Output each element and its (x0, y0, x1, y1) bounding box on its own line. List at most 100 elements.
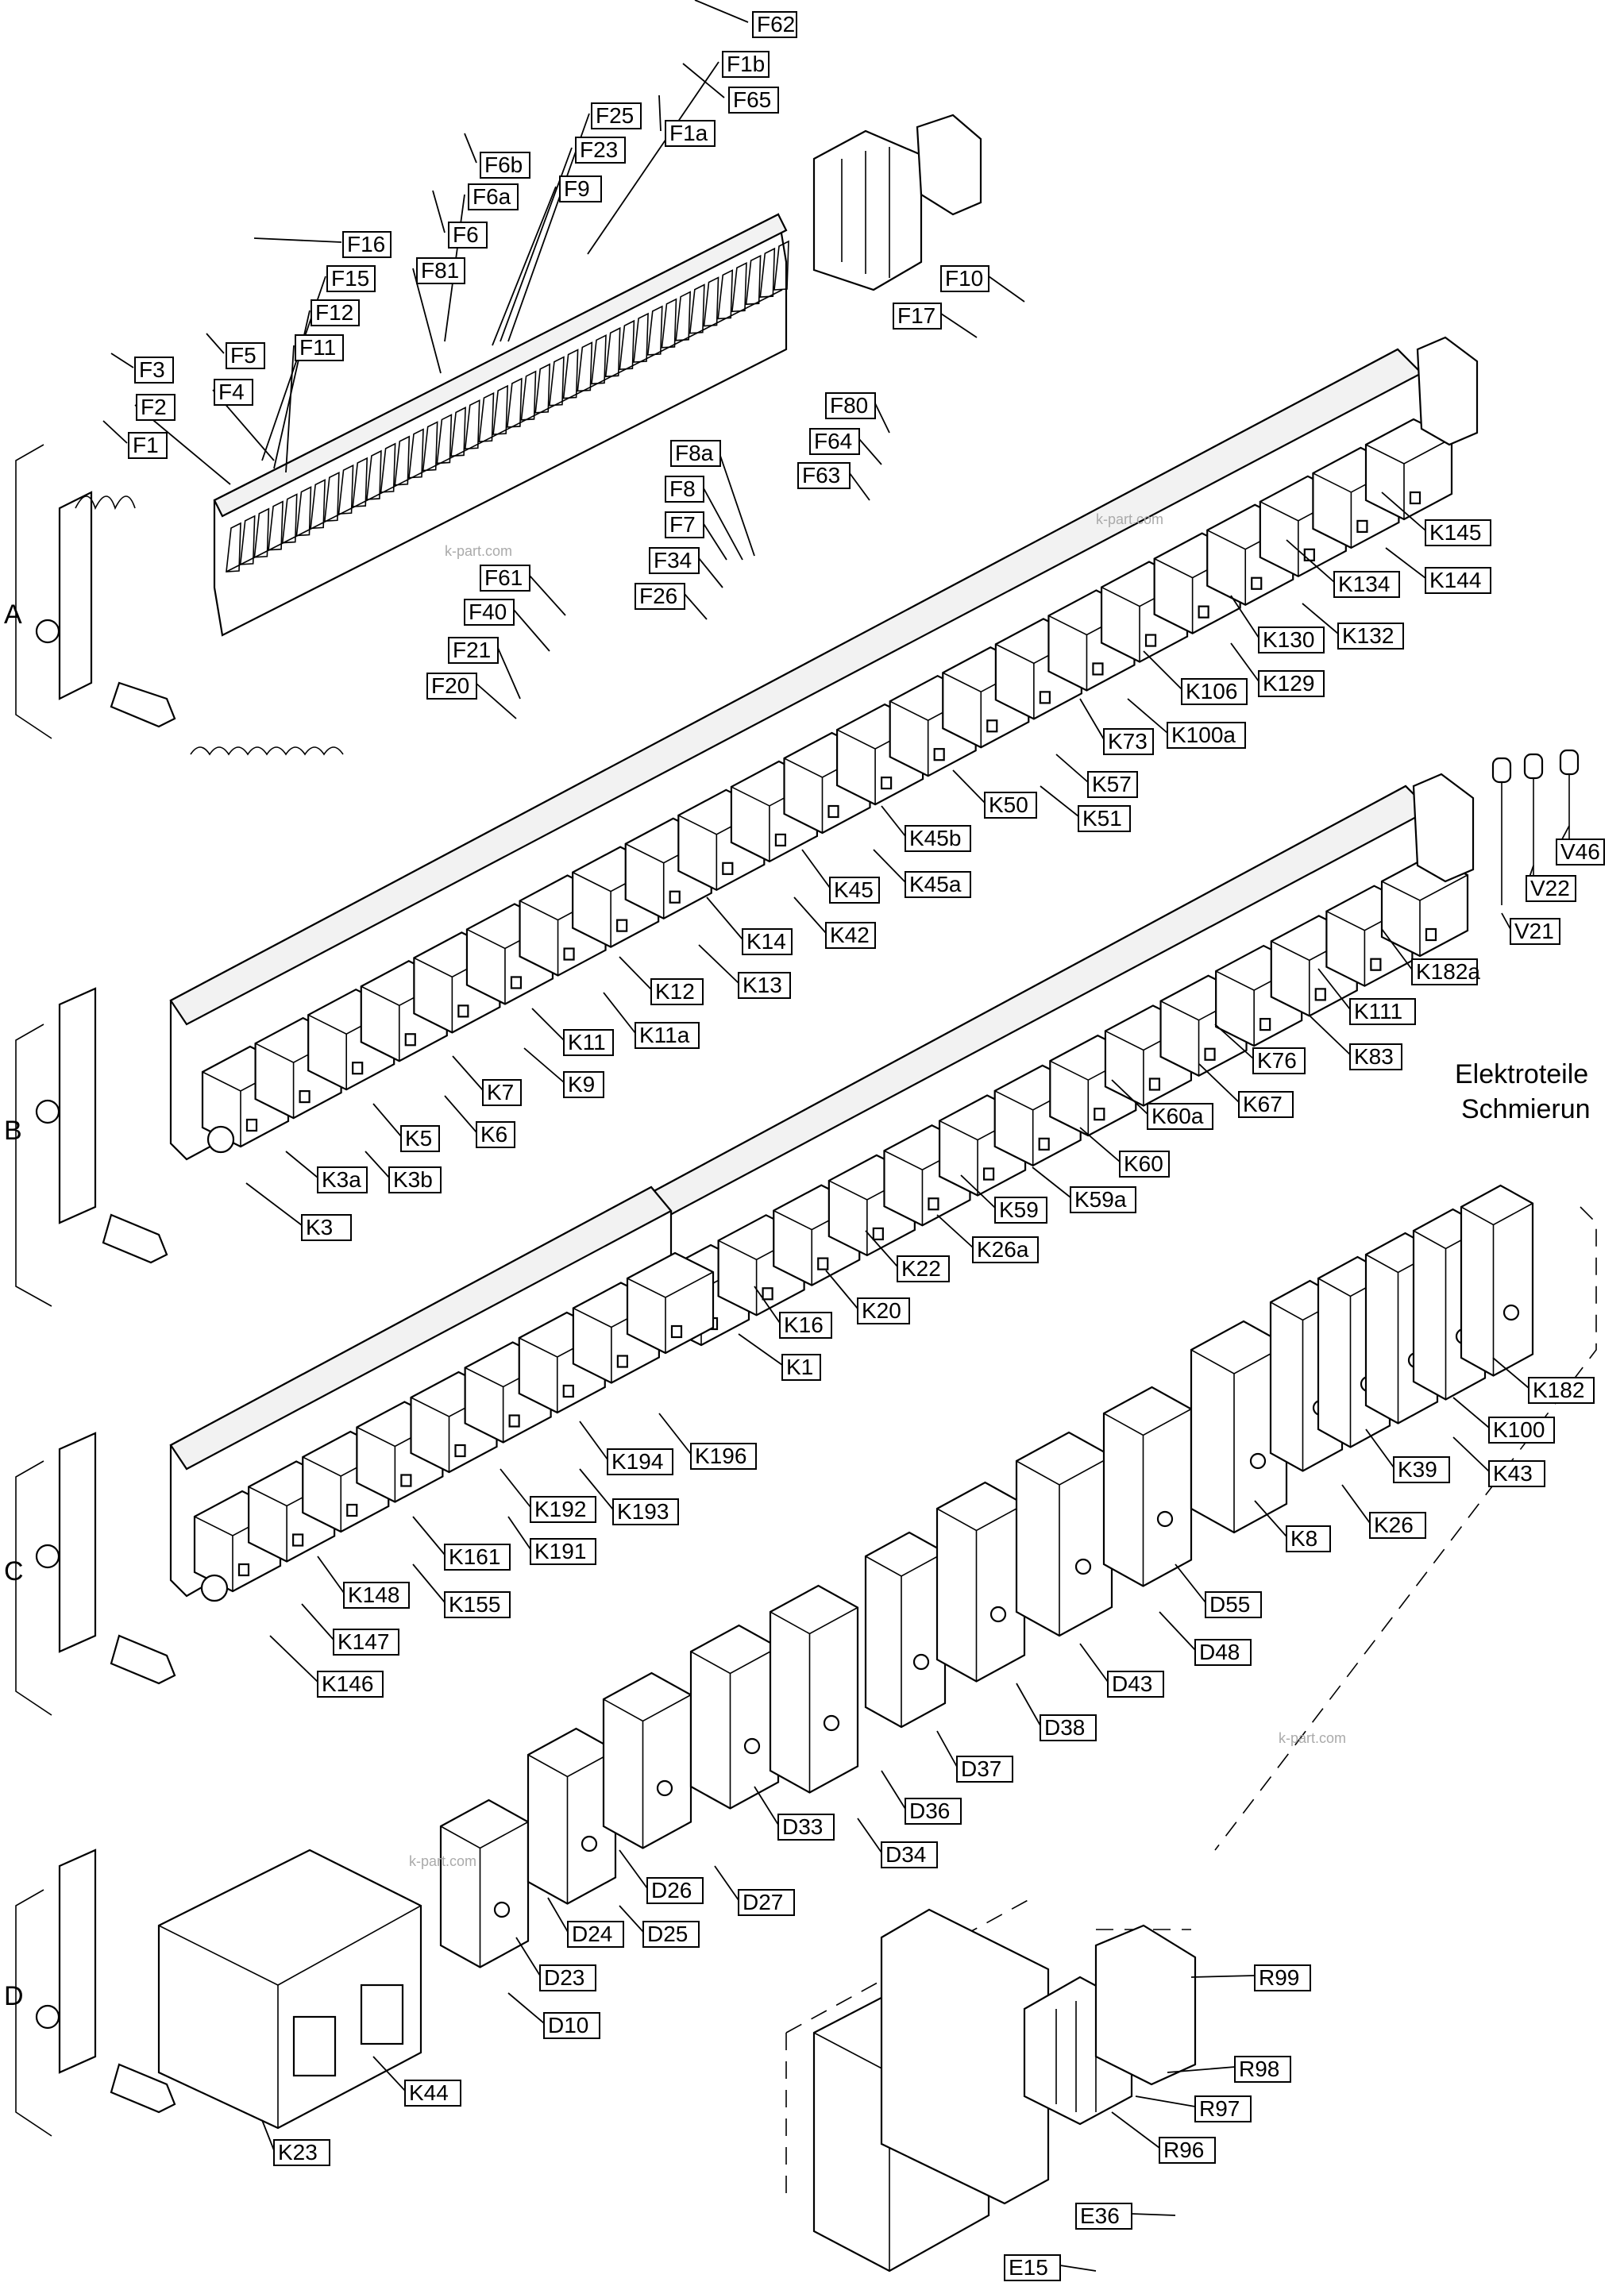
callout-f40[interactable]: F40 (464, 599, 515, 626)
callout-d33[interactable]: D33 (777, 1814, 835, 1841)
callout-k130[interactable]: K130 (1258, 626, 1325, 653)
callout-e36[interactable]: E36 (1075, 2203, 1132, 2230)
callout-f2[interactable]: F2 (136, 394, 176, 421)
callout-r98[interactable]: R98 (1234, 2056, 1291, 2083)
callout-k100[interactable]: K100 (1488, 1417, 1555, 1444)
callout-d24[interactable]: D24 (567, 1921, 624, 1948)
callout-f81[interactable]: F81 (416, 257, 465, 284)
callout-k194[interactable]: K194 (607, 1448, 673, 1475)
callout-k147[interactable]: K147 (333, 1629, 399, 1656)
callout-f16[interactable]: F16 (342, 231, 392, 258)
callout-k9[interactable]: K9 (563, 1071, 604, 1098)
callout-k45a[interactable]: K45a (905, 871, 971, 898)
callout-k23[interactable]: K23 (273, 2139, 330, 2166)
callout-f3[interactable]: F3 (134, 357, 174, 384)
callout-f6[interactable]: F6 (448, 222, 488, 249)
callout-k1[interactable]: K1 (781, 1354, 821, 1381)
callout-k39[interactable]: K39 (1393, 1456, 1450, 1483)
callout-f10[interactable]: F10 (940, 265, 989, 292)
callout-k44[interactable]: K44 (404, 2080, 461, 2107)
callout-f11[interactable]: F11 (295, 334, 344, 361)
callout-k8[interactable]: K8 (1286, 1525, 1331, 1552)
callout-f6b[interactable]: F6b (480, 152, 530, 179)
callout-k67[interactable]: K67 (1238, 1091, 1294, 1118)
callout-k144[interactable]: K144 (1425, 567, 1491, 594)
callout-v22[interactable]: V22 (1526, 875, 1576, 902)
callout-k59[interactable]: K59 (994, 1197, 1047, 1224)
callout-v46[interactable]: V46 (1556, 839, 1605, 865)
callout-k60[interactable]: K60 (1119, 1151, 1170, 1178)
callout-f4[interactable]: F4 (214, 379, 253, 406)
callout-d43[interactable]: D43 (1107, 1671, 1164, 1698)
callout-k26[interactable]: K26 (1369, 1512, 1426, 1539)
callout-k14[interactable]: K14 (742, 928, 793, 955)
callout-f26[interactable]: F26 (635, 583, 685, 610)
callout-k60a[interactable]: K60a (1147, 1103, 1213, 1130)
callout-d37[interactable]: D37 (956, 1756, 1013, 1783)
callout-f1a[interactable]: F1a (665, 120, 716, 147)
callout-k12[interactable]: K12 (650, 978, 704, 1005)
callout-k161[interactable]: K161 (444, 1544, 511, 1571)
callout-d38[interactable]: D38 (1040, 1714, 1097, 1741)
callout-k3b[interactable]: K3b (388, 1166, 442, 1193)
callout-f6a[interactable]: F6a (468, 183, 519, 210)
callout-f25[interactable]: F25 (591, 102, 642, 129)
callout-k192[interactable]: K192 (530, 1496, 596, 1523)
callout-f8[interactable]: F8 (665, 476, 704, 503)
callout-f1[interactable]: F1 (128, 432, 168, 459)
callout-f21[interactable]: F21 (448, 637, 499, 664)
callout-d27[interactable]: D27 (738, 1889, 795, 1916)
callout-k132[interactable]: K132 (1337, 623, 1404, 650)
callout-f20[interactable]: F20 (426, 673, 477, 700)
callout-k193[interactable]: K193 (612, 1498, 679, 1525)
callout-k182[interactable]: K182 (1528, 1377, 1595, 1404)
callout-f62[interactable]: F62 (752, 11, 797, 38)
callout-f15[interactable]: F15 (326, 265, 376, 292)
callout-k111[interactable]: K111 (1349, 998, 1416, 1025)
callout-v21[interactable]: V21 (1510, 918, 1560, 945)
callout-f17[interactable]: F17 (893, 303, 942, 330)
callout-k42[interactable]: K42 (825, 922, 876, 949)
callout-d36[interactable]: D36 (905, 1798, 962, 1825)
callout-k11a[interactable]: K11a (635, 1022, 700, 1049)
callout-k57[interactable]: K57 (1087, 771, 1138, 798)
callout-k76[interactable]: K76 (1252, 1047, 1306, 1074)
callout-k83[interactable]: K83 (1349, 1043, 1402, 1070)
callout-k148[interactable]: K148 (343, 1582, 410, 1609)
callout-d25[interactable]: D25 (642, 1921, 700, 1948)
callout-k20[interactable]: K20 (857, 1297, 910, 1324)
callout-k155[interactable]: K155 (444, 1591, 511, 1618)
callout-d34[interactable]: D34 (881, 1841, 938, 1868)
callout-k182a[interactable]: K182a (1411, 958, 1480, 985)
callout-k5[interactable]: K5 (400, 1125, 440, 1152)
callout-k50[interactable]: K50 (984, 792, 1037, 819)
callout-d48[interactable]: D48 (1194, 1639, 1252, 1666)
callout-r99[interactable]: R99 (1254, 1964, 1311, 1991)
callout-k59a[interactable]: K59a (1070, 1186, 1136, 1213)
callout-d55[interactable]: D55 (1205, 1591, 1262, 1618)
callout-k196[interactable]: K196 (690, 1443, 757, 1470)
callout-d10[interactable]: D10 (543, 2012, 600, 2039)
callout-k13[interactable]: K13 (738, 972, 791, 999)
callout-k3[interactable]: K3 (301, 1214, 352, 1241)
callout-f7[interactable]: F7 (665, 511, 704, 538)
callout-k129[interactable]: K129 (1258, 670, 1325, 697)
callout-k43[interactable]: K43 (1488, 1460, 1545, 1487)
callout-k191[interactable]: K191 (530, 1538, 596, 1565)
callout-f8a[interactable]: F8a (670, 440, 721, 467)
callout-e15[interactable]: E15 (1004, 2254, 1061, 2281)
callout-k100a[interactable]: K100a (1167, 722, 1246, 749)
callout-f1b[interactable]: F1b (722, 51, 770, 78)
callout-r97[interactable]: R97 (1194, 2095, 1252, 2122)
callout-k45b[interactable]: K45b (905, 825, 971, 852)
callout-f12[interactable]: F12 (311, 299, 360, 326)
callout-f64[interactable]: F64 (809, 428, 860, 455)
callout-f23[interactable]: F23 (575, 137, 626, 164)
callout-f80[interactable]: F80 (825, 392, 876, 419)
callout-f5[interactable]: F5 (226, 342, 265, 369)
callout-f63[interactable]: F63 (797, 462, 851, 489)
callout-k73[interactable]: K73 (1103, 728, 1154, 755)
callout-k6[interactable]: K6 (476, 1121, 515, 1148)
callout-k22[interactable]: K22 (897, 1255, 950, 1282)
callout-k11[interactable]: K11 (563, 1029, 614, 1056)
